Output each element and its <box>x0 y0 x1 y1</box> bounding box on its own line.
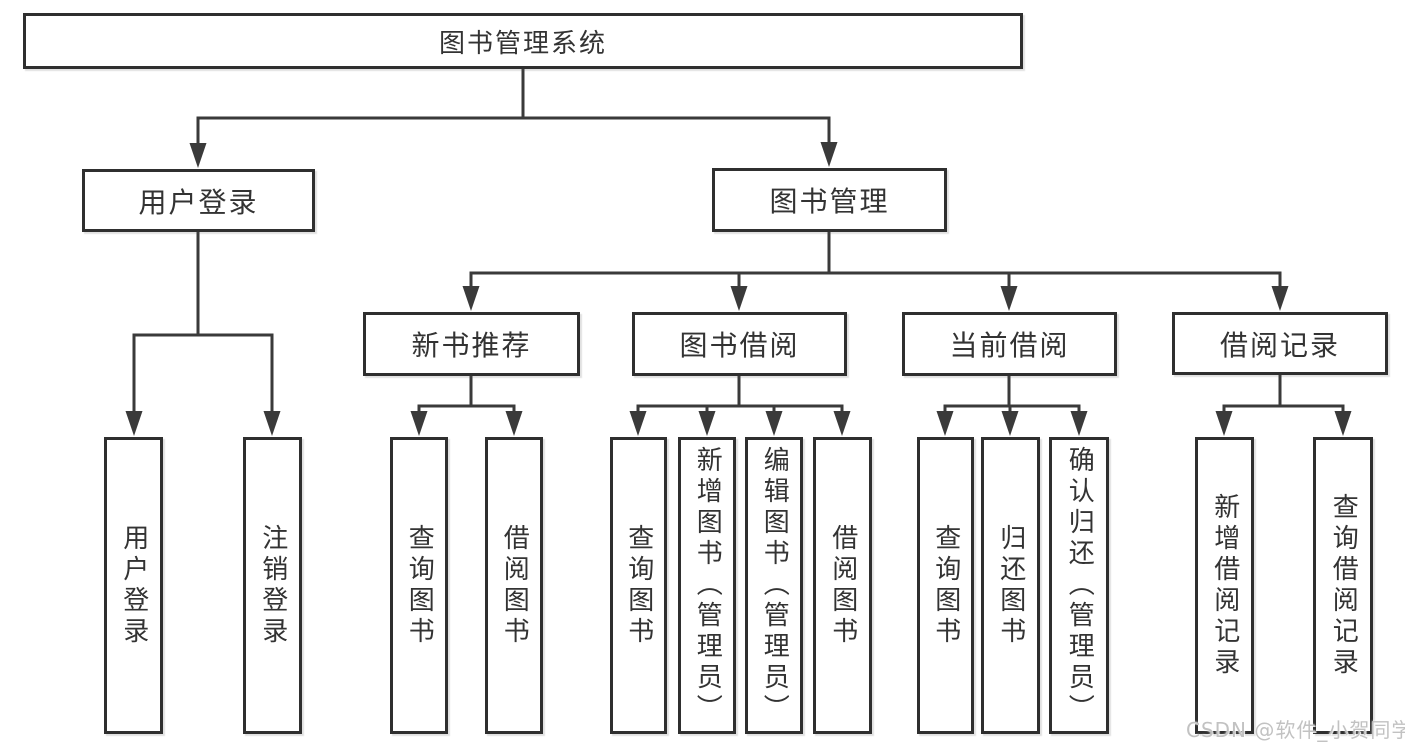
leaf-query-books-1: 查询图书 <box>390 437 448 734</box>
leaf-query-books-3: 查询图书 <box>917 437 974 734</box>
leaf-query-books-2: 查询图书 <box>610 437 667 734</box>
leaf-query-borrow-record: 查询借阅记录 <box>1313 437 1373 734</box>
node-borrow-records: 借阅记录 <box>1172 312 1388 375</box>
leaf-user-login: 用户登录 <box>104 437 163 734</box>
csdn-watermark: CSDN @软件_小贺同学 <box>1186 718 1405 742</box>
leaf-return-book: 归还图书 <box>981 437 1040 734</box>
leaf-edit-book-admin: 编辑图书（管理员） <box>745 437 803 734</box>
node-user-login: 用户登录 <box>82 169 315 232</box>
leaf-logout: 注销登录 <box>243 437 302 734</box>
leaf-confirm-return-admin: 确认归还（管理员） <box>1049 437 1109 734</box>
node-root: 图书管理系统 <box>23 13 1023 69</box>
node-current-borrow: 当前借阅 <box>902 312 1117 376</box>
leaf-borrow-books-1: 借阅图书 <box>485 437 543 734</box>
node-book-borrow: 图书借阅 <box>632 312 847 376</box>
leaf-add-book-admin: 新增图书（管理员） <box>678 437 736 734</box>
node-new-book-recommend: 新书推荐 <box>363 312 580 376</box>
leaf-borrow-books-2: 借阅图书 <box>813 437 872 734</box>
leaf-add-borrow-record: 新增借阅记录 <box>1195 437 1254 734</box>
node-book-management: 图书管理 <box>712 168 947 232</box>
